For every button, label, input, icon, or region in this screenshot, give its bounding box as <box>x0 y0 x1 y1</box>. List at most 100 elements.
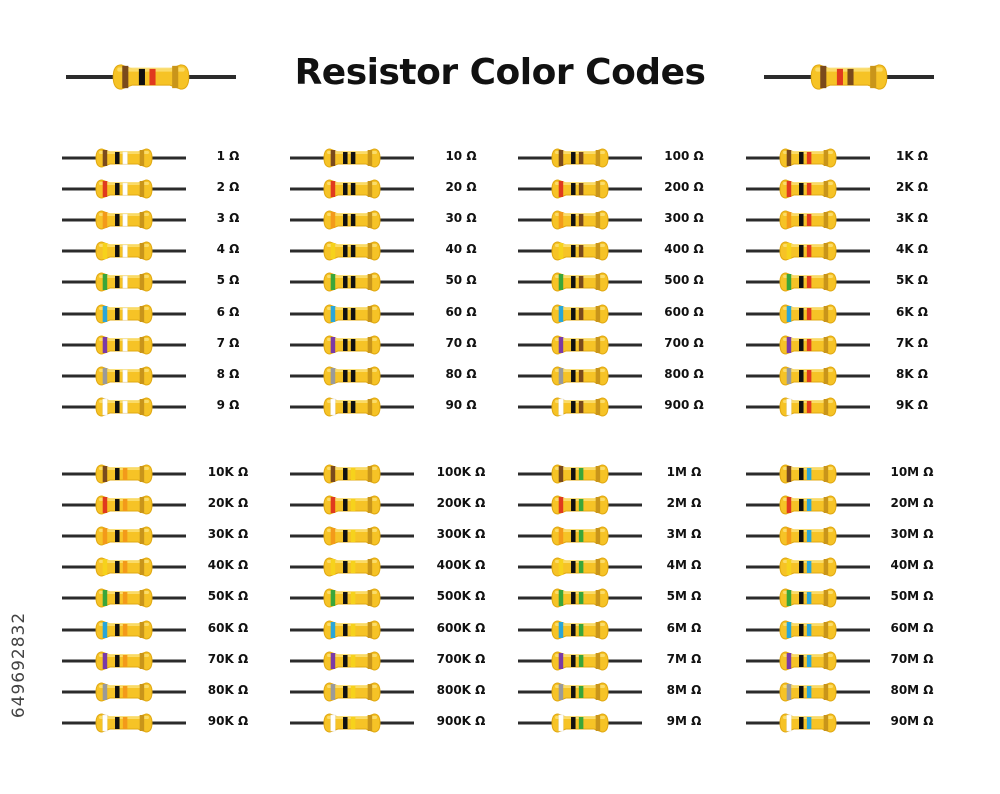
band-digit-2 <box>115 530 120 543</box>
band-digit-1 <box>330 652 336 669</box>
resistor-icon <box>518 303 642 324</box>
band-tolerance <box>870 65 877 89</box>
band-tolerance <box>367 590 373 607</box>
band-tolerance <box>172 65 179 89</box>
resistor-value-label: 30K Ω <box>207 527 249 542</box>
band-tolerance <box>367 683 373 700</box>
resistor-value-label: 10 Ω <box>445 149 477 163</box>
band-multiplier <box>122 276 128 289</box>
band-multiplier <box>350 338 356 351</box>
band-digit-2 <box>343 623 348 636</box>
band-digit-1 <box>786 274 792 291</box>
resistor-value-label: 60K Ω <box>207 620 249 635</box>
resistor-entry: 10M Ω <box>746 462 946 486</box>
resistor-entry: 300 Ω <box>518 208 718 232</box>
resistor-entry: 60M Ω <box>746 618 946 642</box>
resistor-value-label: 1M Ω <box>666 465 702 479</box>
resistor-icon <box>62 241 186 261</box>
band-digit-2 <box>799 561 804 574</box>
resistor-value-label: 300 Ω <box>664 211 704 226</box>
band-multiplier <box>350 685 356 698</box>
band-tolerance <box>139 305 145 322</box>
resistor-entry: 5 Ω <box>62 270 262 294</box>
resistor-entry: 700K Ω <box>290 649 490 673</box>
band-digit-1 <box>786 528 792 545</box>
band-digit-1 <box>558 274 564 291</box>
resistor-entry: 80 Ω <box>290 364 490 388</box>
band-digit-2 <box>571 530 576 543</box>
band-tolerance <box>823 398 829 415</box>
resistor-entry: 1K Ω <box>746 146 946 170</box>
band-digit-1 <box>102 243 108 260</box>
resistor-icon <box>518 682 642 702</box>
band-multiplier <box>122 400 128 414</box>
band-tolerance <box>595 367 601 384</box>
resistor-entry: 60K Ω <box>62 618 262 642</box>
resistor-value-label: 100 Ω <box>664 149 704 163</box>
resistor-entry: 8K Ω <box>746 364 946 388</box>
band-digit-1 <box>786 212 792 229</box>
band-tolerance <box>823 367 829 384</box>
band-digit-1 <box>820 65 827 89</box>
band-digit-1 <box>558 683 564 700</box>
resistor-entry: 900 Ω <box>518 395 718 419</box>
resistor-icon <box>746 397 870 417</box>
band-tolerance <box>595 590 601 607</box>
band-digit-2 <box>799 654 804 667</box>
band-tolerance <box>595 243 601 260</box>
resistor-entry: 600K Ω <box>290 618 490 642</box>
band-digit-1 <box>102 621 108 638</box>
band-digit-2 <box>799 685 804 698</box>
resistor-icon <box>746 464 870 484</box>
resistor-icon <box>746 619 870 640</box>
resistor-entry: 50K Ω <box>62 586 262 610</box>
resistor-entry: 7K Ω <box>746 333 946 357</box>
resistor-entry: 90 Ω <box>290 395 490 419</box>
band-digit-1 <box>330 497 336 514</box>
band-tolerance <box>823 212 829 229</box>
resistor-value-label: 800K Ω <box>436 682 486 697</box>
resistor-value-label: 800 Ω <box>664 366 704 381</box>
resistor-icon <box>746 179 870 199</box>
band-multiplier <box>350 152 356 164</box>
resistor-icon <box>746 526 870 546</box>
band-tolerance <box>367 398 373 415</box>
band-digit-1 <box>330 466 336 482</box>
band-digit-1 <box>786 398 792 416</box>
band-digit-1 <box>558 181 564 198</box>
band-multiplier <box>578 654 584 667</box>
band-multiplier <box>350 245 356 258</box>
band-digit-1 <box>558 150 564 166</box>
band-multiplier <box>350 499 356 512</box>
resistor-entry: 1M Ω <box>518 462 718 486</box>
resistor-icon <box>518 619 642 640</box>
band-tolerance <box>139 621 145 638</box>
band-tolerance <box>367 336 373 353</box>
resistor-icon <box>746 495 870 515</box>
band-multiplier <box>806 276 812 289</box>
band-digit-1 <box>786 181 792 198</box>
resistor-value-label: 50K Ω <box>207 589 249 604</box>
resistor-value-label: 4K Ω <box>895 242 929 257</box>
resistor-icon <box>290 335 414 355</box>
band-multiplier <box>578 716 584 729</box>
band-multiplier <box>122 561 128 574</box>
resistor-value-label: 10K Ω <box>207 465 249 479</box>
band-digit-2 <box>571 400 576 413</box>
resistor-entry: 100 Ω <box>518 146 718 170</box>
band-digit-2 <box>115 561 120 574</box>
resistor-entry: 6M Ω <box>518 618 718 642</box>
band-tolerance <box>595 621 601 638</box>
band-digit-1 <box>330 212 336 229</box>
band-digit-2 <box>571 468 576 480</box>
band-tolerance <box>595 305 601 322</box>
band-multiplier <box>578 499 584 512</box>
resistor-value-label: 6M Ω <box>666 620 702 635</box>
band-tolerance <box>139 212 145 229</box>
resistor-icon <box>62 335 186 355</box>
band-digit-2 <box>799 623 804 636</box>
band-digit-1 <box>102 150 108 166</box>
resistor-icon <box>746 713 870 733</box>
resistor-value-label: 70 Ω <box>445 335 477 350</box>
resistor-entry: 10 Ω <box>290 146 490 170</box>
